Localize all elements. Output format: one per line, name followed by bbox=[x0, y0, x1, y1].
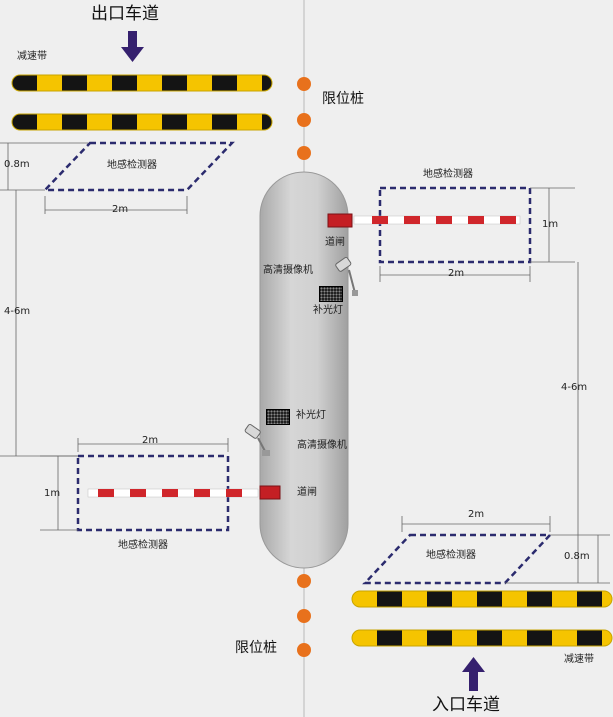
ground-sensor-bottom-left-label: 地感检测器 bbox=[118, 540, 168, 551]
dim-1m-top-label: 1m bbox=[542, 219, 559, 230]
exit-lane-label: 出口车道 bbox=[91, 4, 159, 24]
central-island bbox=[259, 171, 349, 569]
ground-sensor-bottom-right-label: 地感检测器 bbox=[426, 550, 476, 561]
speed-bump-exit bbox=[11, 74, 273, 131]
exit-arrow-icon bbox=[121, 31, 144, 62]
fill-light-top-label: 补光灯 bbox=[313, 305, 343, 316]
fill-light-top-icon bbox=[319, 286, 343, 302]
dim-0-8m-top-label: 0.8m bbox=[4, 159, 30, 170]
hd-camera-bottom-label: 高清摄像机 bbox=[297, 440, 347, 451]
limit-post-bottom-label: 限位桩 bbox=[235, 640, 277, 656]
dim-2m-bottom-left-label: 2m bbox=[142, 435, 159, 446]
dim-1m-bottom-label: 1m bbox=[44, 488, 61, 499]
dim-2m-bottom-right-label: 2m bbox=[468, 509, 485, 520]
ground-sensor-top-right bbox=[378, 186, 532, 264]
fill-light-bottom-label: 补光灯 bbox=[296, 410, 326, 421]
barrier-top-label: 道闸 bbox=[325, 237, 345, 248]
speed-bump-bottom-label: 减速带 bbox=[564, 654, 594, 665]
speed-bump-entry bbox=[351, 590, 613, 647]
ground-sensor-bottom-left bbox=[76, 454, 230, 532]
dim-2m-top-right-label: 2m bbox=[448, 268, 465, 279]
ground-sensor-top-right-label: 地感检测器 bbox=[423, 169, 473, 180]
limit-posts-top bbox=[297, 77, 311, 160]
hd-camera-top-label: 高清摄像机 bbox=[263, 265, 313, 276]
barrier-gate-top bbox=[327, 213, 521, 228]
entry-lane-label: 入口车道 bbox=[432, 695, 500, 715]
dim-4-6m-left-label: 4-6m bbox=[4, 306, 31, 317]
limit-posts-bottom bbox=[297, 574, 311, 657]
dim-2m-top-left-label: 2m bbox=[112, 204, 129, 215]
ground-sensor-top-left bbox=[42, 141, 235, 192]
ground-sensor-top-left-label: 地感检测器 bbox=[107, 160, 157, 171]
limit-post-top-label: 限位桩 bbox=[322, 91, 364, 107]
hd-camera-top-icon bbox=[335, 256, 358, 296]
barrier-gate-bottom bbox=[87, 485, 281, 500]
barrier-bottom-label: 道闸 bbox=[297, 487, 317, 498]
speed-bump-top-label: 减速带 bbox=[17, 51, 47, 62]
hd-camera-bottom-icon bbox=[244, 423, 270, 456]
dimension-lines bbox=[0, 142, 610, 584]
fill-light-bottom-icon bbox=[266, 409, 290, 425]
entry-arrow-icon bbox=[462, 657, 485, 691]
dim-4-6m-right-label: 4-6m bbox=[561, 382, 588, 393]
dim-0-8m-bottom-label: 0.8m bbox=[564, 551, 590, 562]
